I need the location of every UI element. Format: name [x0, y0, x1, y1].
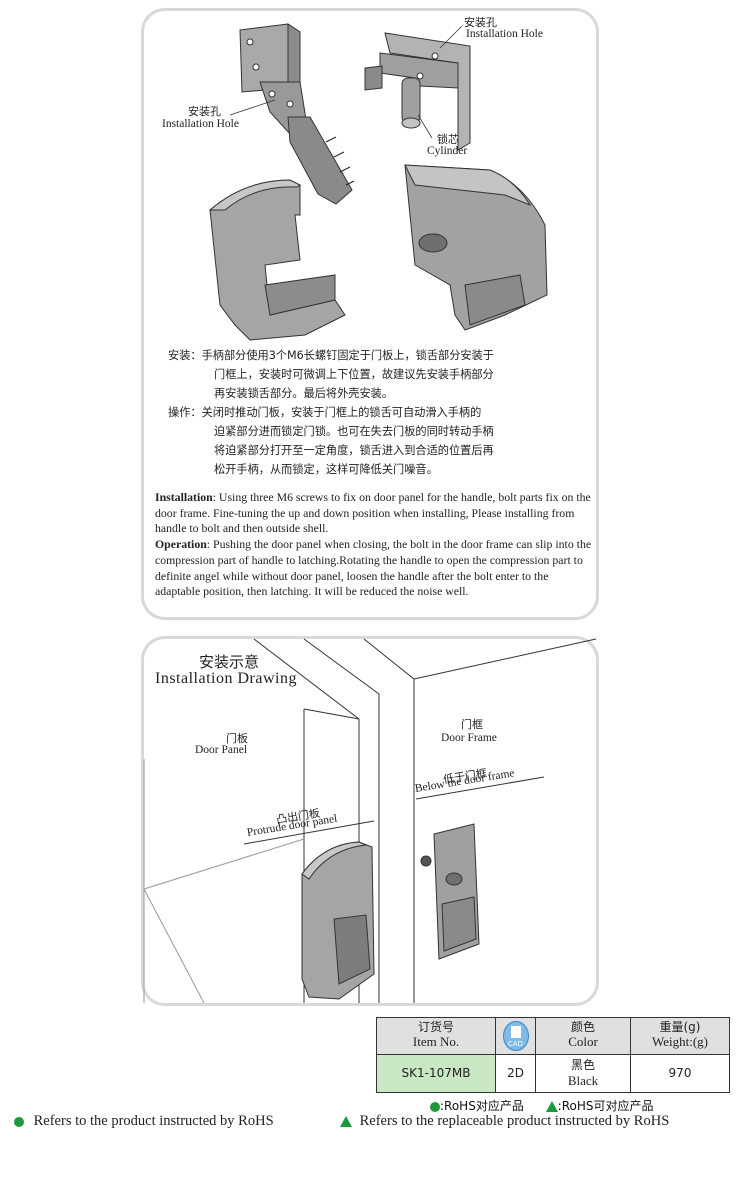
- legend-cn: :RoHS对应产品 :RoHS可对应产品: [430, 1097, 653, 1114]
- cad-cell: 2D: [495, 1054, 536, 1093]
- en-instructions: Installation: Using three M6 screws to f…: [155, 490, 595, 600]
- door-frame-label-en: Door Frame: [441, 732, 497, 744]
- bolt-bracket-drawing: [364, 32, 471, 151]
- legend-rohs-replace-cn: :RoHS可对应产品: [557, 1099, 654, 1113]
- instruction-panel: [141, 8, 599, 620]
- cn-install-text: 安装：手柄部分使用3个M6长螺钉固定于门板上，锁舌部分安装于 门框上，安装时可微…: [168, 346, 588, 479]
- cad-icon: CAD: [502, 1021, 529, 1051]
- legend-rohs-replace-en: Refers to the replaceable product instru…: [359, 1113, 670, 1129]
- rohs-triangle-icon: [545, 1101, 558, 1112]
- installation-drawing: [143, 638, 597, 1004]
- cn-operation-line: 松开手柄，从而锁定，这样可降低关门噪音。: [214, 463, 438, 476]
- cn-install-line: 安装：手柄部分使用3个M6长螺钉固定于门板上，锁舌部分安装于: [168, 349, 494, 362]
- legend-rohs-cn: :RoHS对应产品: [440, 1099, 524, 1113]
- header-weight-en: Weight:(g): [652, 1034, 708, 1049]
- legend-rohs-en: Refers to the product instructed by RoHS: [33, 1113, 274, 1129]
- cn-install-line: 再安装锁舌部分。最后将外壳安装。: [214, 387, 394, 400]
- cn-operation-line: 迫紧部分进而锁定门锁。也可在失去门板的同时转动手柄: [214, 425, 494, 438]
- rohs-dot-icon: [430, 1101, 440, 1112]
- header-color-en: Color: [568, 1034, 598, 1049]
- header-item-no: 订货号 Item No.: [376, 1017, 496, 1055]
- weight-cell: 970: [630, 1054, 730, 1093]
- drawing-title-en: Installation Drawing: [155, 670, 297, 687]
- door-panel-label-cn: 门板: [226, 732, 248, 745]
- legend-en-rohs-replace: Refers to the replaceable product instru…: [340, 1113, 669, 1130]
- en-operation-body: : Pushing the door panel when closing, t…: [155, 537, 592, 599]
- color-en: Black: [567, 1073, 599, 1088]
- item-no-cell: SK1-107MB: [376, 1054, 496, 1093]
- spec-table: 订货号 Item No. CAD 颜色 Color 重量(g) Weight:(…: [376, 1017, 730, 1093]
- header-item-cn: 订货号: [417, 1020, 454, 1034]
- en-install-paragraph: Installation: Using three M6 screws to f…: [155, 490, 595, 537]
- header-color: 颜色 Color: [535, 1017, 631, 1055]
- color-cell: 黑色 Black: [535, 1054, 631, 1093]
- install-hole-label-en-right: Installation Hole: [466, 28, 543, 40]
- install-hole-label-cn-right: 安装孔: [464, 16, 497, 29]
- cn-operation-line: 将迫紧部分打开至一定角度，锁舌进入到合适的位置后再: [214, 444, 494, 457]
- handle-shell-drawing: [208, 179, 346, 341]
- header-weight-cn: 重量(g): [659, 1020, 701, 1034]
- cylinder-label-cn: 锁芯: [437, 133, 459, 146]
- install-hole-label-cn-left: 安装孔: [188, 105, 221, 118]
- cad-icon-text: CAD: [507, 1040, 524, 1048]
- drawing-title-cn: 安装示意: [199, 653, 260, 671]
- door-frame-label-cn: 门框: [461, 718, 483, 731]
- header-color-cn: 颜色: [570, 1020, 595, 1034]
- header-weight: 重量(g) Weight:(g): [630, 1017, 730, 1055]
- handle-mechanism-drawing: [239, 23, 355, 205]
- cylinder-label-en: Cylinder: [427, 145, 468, 157]
- cn-operation-line: 操作：关闭时推动门板，安装于门框上的锁舌可自动滑入手柄的: [168, 406, 482, 419]
- en-install-body: : Using three M6 screws to fix on door p…: [155, 490, 591, 536]
- color-cn: 黑色: [570, 1058, 595, 1072]
- rohs-dot-icon: [14, 1116, 24, 1127]
- header-item-en: Item No.: [412, 1034, 460, 1049]
- en-operation-paragraph: Operation: Pushing the door panel when c…: [155, 537, 595, 600]
- callout-lines: [229, 25, 463, 139]
- header-cad: CAD: [495, 1017, 536, 1055]
- en-operation-title: Operation: [155, 537, 207, 552]
- door-panel-label-en: Door Panel: [195, 744, 248, 756]
- legend-en-rohs: Refers to the product instructed by RoHS: [14, 1113, 274, 1130]
- install-hole-label-en-left: Installation Hole: [162, 118, 239, 130]
- rohs-triangle-icon: [340, 1116, 352, 1128]
- cn-install-line: 门框上，安装时可微调上下位置，故建议先安装手柄部分: [214, 368, 494, 381]
- en-install-title: Installation: [155, 490, 213, 504]
- bolt-shell-drawing: [404, 164, 548, 331]
